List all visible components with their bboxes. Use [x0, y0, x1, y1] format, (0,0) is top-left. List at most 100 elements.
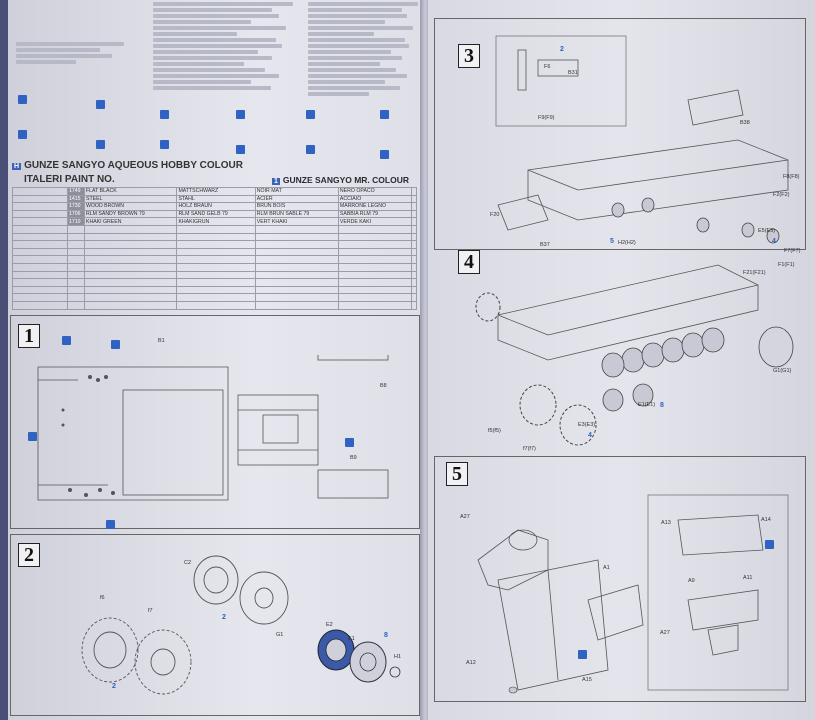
paint-callout: 4 — [588, 432, 592, 439]
paint-code: 1706 — [67, 209, 85, 219]
paint-tag-h: H — [12, 163, 22, 170]
symbol-legend-icon — [380, 110, 389, 119]
part-label: G1 — [276, 632, 284, 638]
table-row — [12, 278, 417, 287]
symbol-legend-icon — [18, 130, 27, 139]
table-row — [12, 293, 417, 302]
paint-name-de: KHAKIGRUN — [176, 217, 256, 226]
symbol-legend-icon — [96, 100, 105, 109]
part-label: A11 — [743, 575, 753, 581]
paint-callout: 8 — [384, 632, 388, 639]
right-instruction-page: 3 B38 B31 F20 B37 F8(F8) F2(F2) E5(E5) F… — [428, 0, 815, 720]
part-label: F21(F21) — [743, 270, 766, 276]
step-4-running-gear-drawing — [475, 264, 794, 446]
part-label: B1 — [158, 338, 165, 344]
table-row — [12, 300, 417, 310]
table-row — [12, 270, 417, 280]
part-label: F2(F2) — [773, 192, 790, 198]
step-3-hull-drawing — [495, 35, 789, 244]
paint-callout: 2 — [112, 683, 116, 690]
page-gutter — [420, 0, 430, 720]
step-2-wheels-drawing — [81, 555, 401, 695]
paint-tag-1: 1 — [272, 178, 280, 185]
part-label: B38 — [740, 120, 750, 126]
part-label: f7(f7) — [523, 446, 536, 452]
step-3-number: 3 — [458, 44, 480, 68]
part-label: A15 — [582, 677, 592, 683]
symbol-legend-icon — [160, 140, 169, 149]
part-label: F1(F1) — [778, 262, 795, 268]
part-label: E1 — [348, 636, 355, 642]
part-label: A12 — [466, 660, 476, 666]
part-label: A1 — [603, 565, 610, 571]
glue-icon — [28, 432, 37, 441]
table-row — [12, 255, 417, 264]
paint-code: 1415 — [67, 194, 85, 204]
multilingual-text-column-left — [16, 40, 136, 66]
paint-code: 1730 — [67, 202, 85, 211]
step-5-assembly-drawing — [477, 494, 789, 694]
part-label: E3(E3) — [578, 422, 596, 428]
part-label: E1(E1) — [638, 402, 656, 408]
part-label: E5(E5) — [758, 228, 776, 234]
step-2-panel — [10, 534, 420, 716]
table-row — [12, 247, 417, 257]
symbol-legend-icon — [236, 110, 245, 119]
glue-icon — [345, 438, 354, 447]
table-row — [12, 240, 417, 249]
part-label: F7(F7) — [784, 248, 801, 254]
glue-icon — [111, 340, 120, 349]
symbol-legend-icon — [306, 145, 315, 154]
step-1-panel — [10, 315, 420, 529]
part-label: H1 — [394, 654, 402, 660]
part-label: F8(F8) — [783, 174, 800, 180]
step-5-panel — [434, 456, 806, 702]
table-row — [12, 232, 417, 242]
paint-name-it: NERO OPACO — [337, 187, 413, 196]
paint-callout: 5 — [610, 238, 614, 245]
paint-name-de: STAHL — [176, 194, 256, 204]
table-row — [12, 224, 417, 234]
part-label: F9(F9) — [538, 115, 555, 121]
glue-icon — [106, 520, 115, 529]
part-label: f6 — [100, 595, 105, 601]
paint-name-fr: ACIER — [254, 194, 339, 204]
glue-icon — [62, 336, 71, 345]
paint-name-fr: NOIR MAT — [254, 187, 339, 196]
part-label: B31 — [568, 70, 578, 76]
paint-callout: 2 — [560, 46, 564, 53]
paint-name-fr: VERT KHAKI — [254, 217, 339, 226]
part-label: F20 — [490, 212, 500, 218]
symbol-legend-icon — [236, 145, 245, 154]
part-label: H2(H2) — [618, 240, 636, 246]
part-label: f7 — [148, 608, 153, 614]
paint-title-aqueous: GUNZE SANGYO AQUEOUS HOBBY COLOUR — [24, 160, 243, 171]
paint-name-en: KHAKI GREEN — [83, 217, 178, 226]
table-row — [12, 285, 417, 295]
paint-name-en: WOOD BROWN — [83, 202, 178, 211]
step-1-number: 1 — [18, 324, 40, 348]
paint-callout: 2 — [222, 614, 226, 621]
part-label: B9 — [350, 455, 357, 461]
paint-title-italeri: ITALERI PAINT NO. — [24, 174, 115, 185]
table-row — [12, 262, 417, 272]
part-label: C2 — [184, 560, 192, 566]
part-label: B37 — [540, 242, 550, 248]
step-2-number: 2 — [18, 543, 40, 567]
symbol-legend-icon — [160, 110, 169, 119]
step-5-number: 5 — [446, 462, 468, 486]
step-1-hull-plate-drawing — [37, 355, 389, 501]
glue-icon — [578, 650, 587, 659]
paint-code: 1710 — [67, 217, 85, 226]
part-label: A13 — [661, 520, 671, 526]
paint-name-fr: RLM BRUN SABLE 79 — [254, 209, 339, 219]
paint-name-it: SABBIA RLM 79 — [337, 209, 413, 219]
symbol-legend-icon — [96, 140, 105, 149]
paint-name-it: ACCIAIO — [337, 194, 413, 204]
step-3-panel — [434, 18, 806, 250]
